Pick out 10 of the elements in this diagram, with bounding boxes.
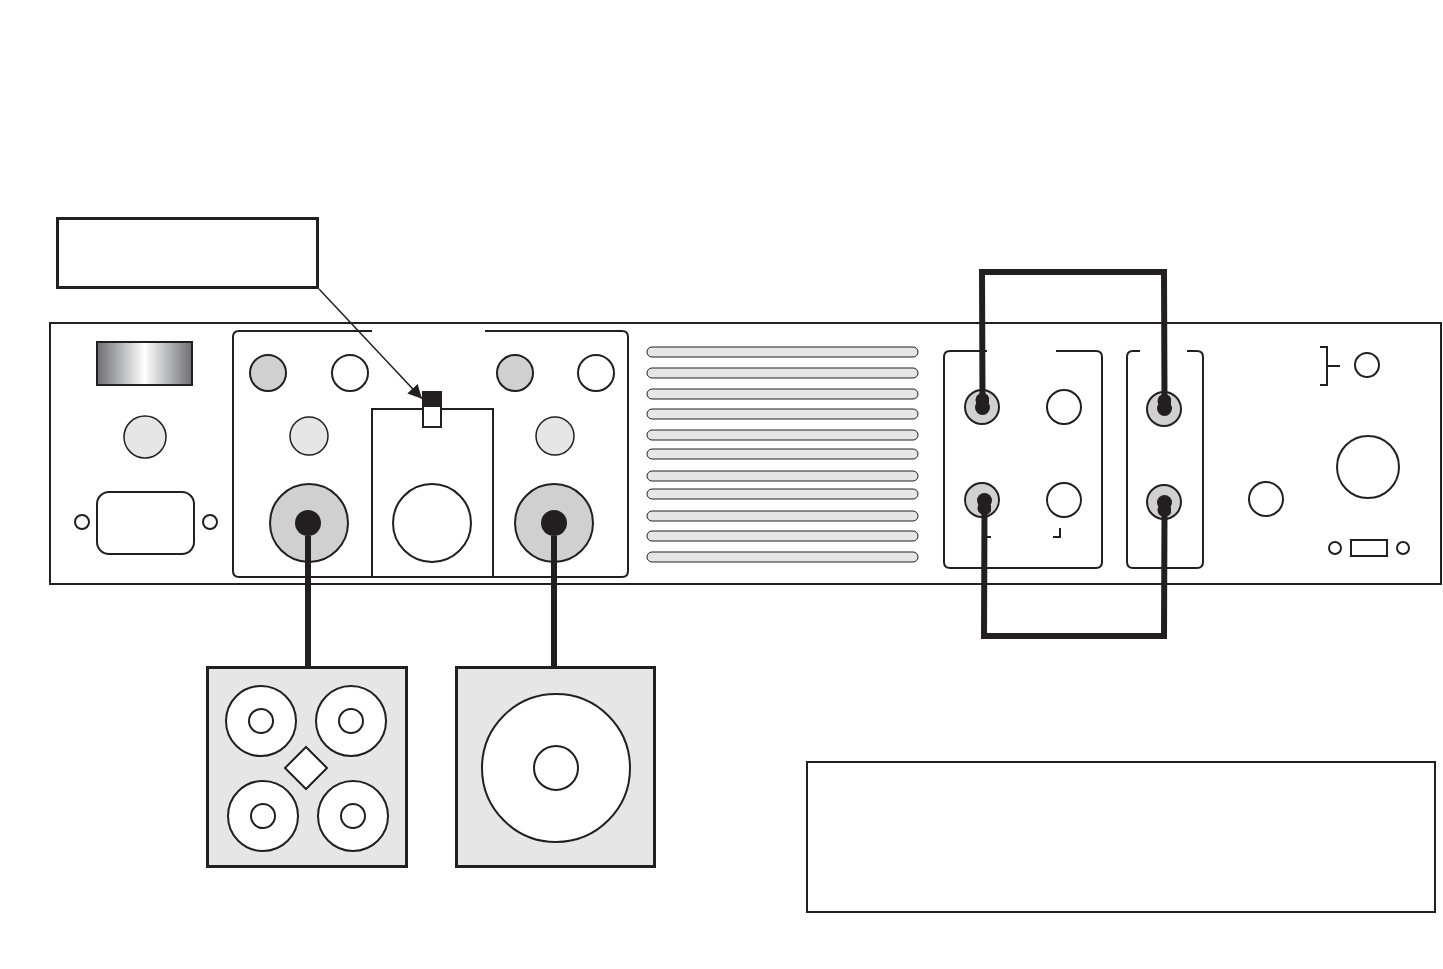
toggle-switch — [422, 391, 442, 428]
callout-box — [56, 217, 319, 289]
cable — [305, 536, 311, 666]
connector — [975, 269, 1172, 408]
note-box — [806, 761, 1436, 913]
subwoofer-cabinet — [455, 666, 656, 868]
cable — [551, 536, 557, 666]
leader-arrow — [318, 288, 423, 400]
connector — [977, 501, 1172, 639]
speaker-cabinet — [206, 666, 408, 868]
